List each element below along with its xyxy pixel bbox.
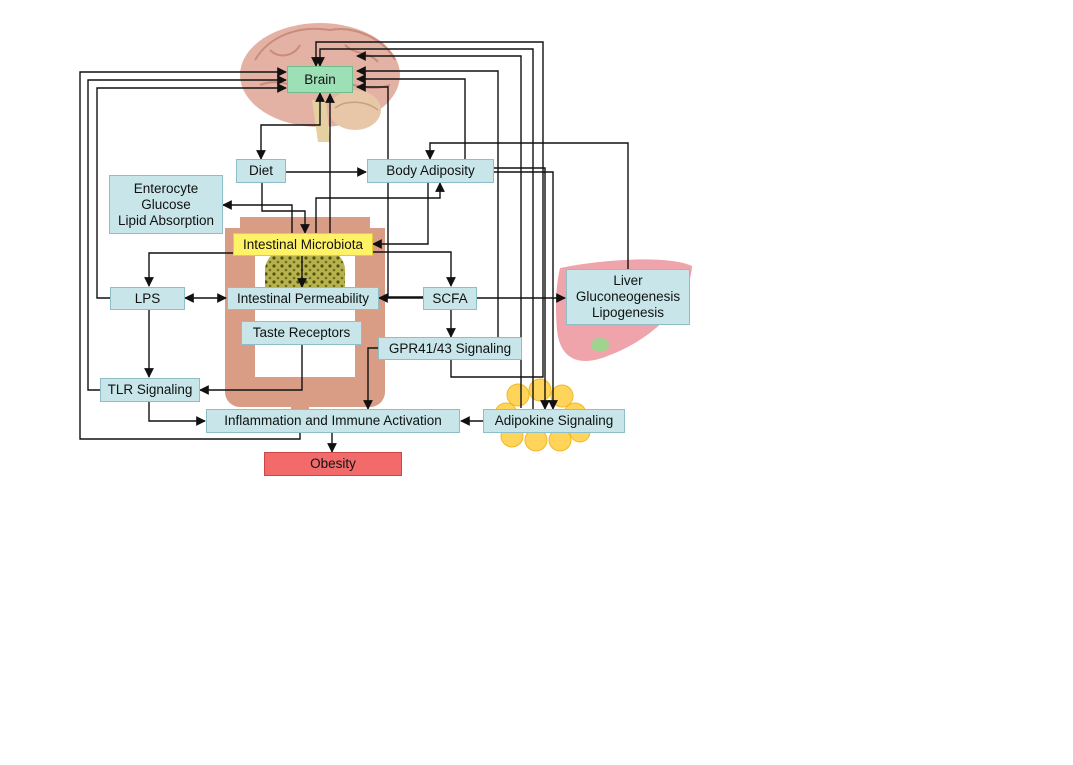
node-intestinal-permeability-label: Intestinal Permeability [236, 290, 370, 306]
node-enterocyte-line1: Enterocyte [133, 180, 199, 196]
node-enterocyte: Enterocyte Glucose Lipid Absorption [109, 175, 223, 234]
arrow-brain-diet [256, 92, 325, 160]
node-inflammation-label: Inflammation and Immune Activation [224, 413, 442, 428]
node-gpr41-43-signaling-label: GPR41/43 Signaling [388, 340, 512, 356]
node-taste-receptors-label: Taste Receptors [252, 325, 351, 340]
arrow-scfa-brain-loop [311, 41, 544, 378]
arrow-microbiota-scfa [373, 251, 456, 287]
arrow-adiposity-microbiota [372, 183, 429, 249]
arrow-gpr-inflammation [363, 347, 378, 410]
arrow-adiposity-adipokine-1 [494, 171, 558, 410]
node-liver-line2: Gluconeogenesis [575, 289, 681, 304]
node-adipokine-signaling: Adipokine Signaling [483, 409, 625, 433]
node-diet-label: Diet [248, 163, 273, 178]
node-liver-line1: Liver [613, 273, 643, 288]
node-scfa: SCFA [423, 287, 477, 310]
node-gpr41-43-signaling: GPR41/43 Signaling [378, 337, 522, 360]
arrow-scfa-brain [356, 82, 423, 298]
node-lps-label: LPS [134, 290, 161, 306]
arrow-microbiota-enterocyte [222, 200, 293, 233]
node-taste-receptors: Taste Receptors [241, 321, 362, 345]
node-lps: LPS [110, 287, 185, 310]
node-tlr-signaling: TLR Signaling [100, 378, 200, 402]
node-brain: Brain [287, 66, 353, 93]
node-body-adiposity-label: Body Adiposity [386, 163, 475, 178]
arrow-microbiota-adiposity [315, 182, 445, 233]
arrow-lps-brain [96, 83, 287, 299]
node-obesity: Obesity [264, 452, 402, 476]
node-inflammation: Inflammation and Immune Activation [206, 409, 460, 433]
arrow-gpr-brain [356, 51, 522, 408]
node-liver: Liver Gluconeogenesis Lipogenesis [566, 269, 690, 325]
arrow-liver-adiposity [425, 142, 629, 269]
node-liver-line3: Lipogenesis [591, 305, 665, 320]
arrow-adiposity-adipokine-2 [494, 167, 550, 410]
arrow-tlr-inflammation [148, 402, 206, 426]
node-intestinal-microbiota: Intestinal Microbiota [233, 233, 373, 256]
node-enterocyte-line3: Lipid Absorption [117, 212, 215, 228]
arrow-taste-tlr [199, 345, 303, 395]
node-adipokine-signaling-label: Adipokine Signaling [494, 413, 614, 428]
arrow-microbiota-lps [144, 252, 234, 287]
node-diet: Diet [236, 159, 286, 183]
arrow-inflammation-brain [79, 67, 301, 440]
arrow-adiposity-brain [356, 74, 466, 159]
node-body-adiposity: Body Adiposity [367, 159, 494, 183]
node-intestinal-microbiota-label: Intestinal Microbiota [242, 236, 364, 252]
arrow-gpr41-brain [356, 66, 499, 337]
node-obesity-label: Obesity [310, 456, 356, 471]
node-brain-label: Brain [304, 71, 336, 87]
arrow-tlr-brain [87, 75, 287, 391]
arrow-diet-microbiota [261, 183, 310, 234]
connector-arrows [79, 41, 629, 453]
node-intestinal-permeability: Intestinal Permeability [227, 287, 379, 310]
node-scfa-label: SCFA [432, 290, 468, 306]
node-enterocyte-line2: Glucose [141, 196, 191, 212]
node-tlr-signaling-label: TLR Signaling [107, 382, 193, 397]
